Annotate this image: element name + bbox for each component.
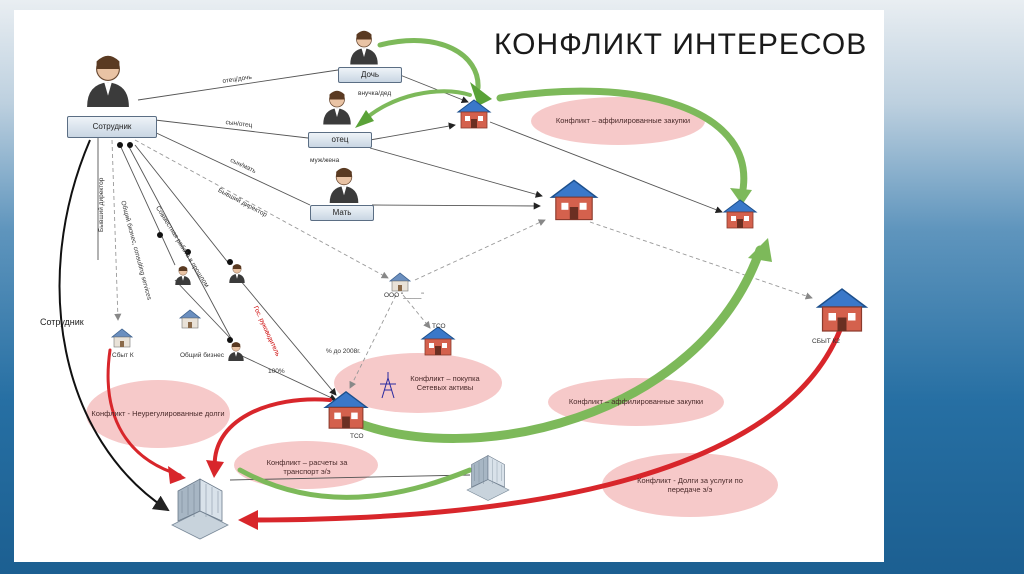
conflict-ellipse-transmission-debts bbox=[602, 453, 778, 517]
page-title: КОНФЛИКТ ИНТЕРЕСОВ bbox=[494, 28, 868, 61]
mother-person-icon bbox=[329, 167, 359, 204]
conflict-unregulated-debts: Конфликт - Неурегулированные долги bbox=[91, 409, 225, 418]
small-house-icon bbox=[179, 309, 201, 329]
small-house-icon bbox=[111, 328, 133, 348]
relation-label: муж/жена bbox=[310, 157, 340, 164]
office-building-icon bbox=[466, 455, 510, 501]
conflict-ellipse-purchase-network bbox=[334, 353, 502, 413]
tso-label: ТСО bbox=[432, 323, 446, 330]
person-icon bbox=[227, 341, 245, 362]
office-building-icon bbox=[171, 478, 229, 540]
father-person-icon bbox=[322, 90, 352, 126]
employee-person-icon bbox=[86, 54, 130, 108]
house-icon bbox=[817, 288, 867, 332]
conflict-affiliated-mid: Конфликт – аффилированные закупки bbox=[568, 397, 704, 406]
relation-label: Общий бизнес bbox=[180, 352, 224, 359]
power-tower-icon bbox=[380, 372, 396, 399]
employee-box: Сотрудник bbox=[67, 116, 157, 138]
house-icon bbox=[550, 179, 598, 221]
conflict-affiliated-top: Конфликт – аффилированные закупки bbox=[555, 116, 691, 125]
father-box: отец bbox=[308, 132, 372, 148]
relation-label: 100% bbox=[268, 368, 285, 375]
daughter-person-icon bbox=[349, 30, 379, 66]
person-icon bbox=[174, 265, 192, 286]
relation-label: Бывший директор bbox=[98, 177, 105, 232]
mother-box: Мать bbox=[310, 205, 374, 221]
tso-label: ТСО bbox=[350, 433, 364, 440]
conflict-ellipse-affiliated-top bbox=[531, 97, 705, 145]
entity-label-sbyt-k2: СБЫТ К2 bbox=[812, 338, 840, 345]
house-icon bbox=[723, 199, 757, 229]
conflict-ellipse-transport bbox=[234, 441, 378, 489]
house-icon bbox=[457, 99, 491, 129]
relation-label: внучка/дед bbox=[358, 90, 392, 97]
conflict-purchase-network: Конфликт – покупка Сетевых активы bbox=[410, 374, 480, 392]
house-icon bbox=[421, 326, 455, 356]
relation-label-employee: Сотрудник bbox=[40, 317, 84, 327]
conflict-transport: Конфликт – расчеты за транспорт э/э bbox=[266, 458, 348, 476]
conflict-transmission-debts: Конфликт - Долги за услуги по передаче э… bbox=[637, 476, 743, 494]
entity-label-ooo: ООО "_____" bbox=[384, 292, 424, 299]
relation-label: % до 2008г. bbox=[326, 348, 361, 355]
daughter-box: Дочь bbox=[338, 67, 402, 83]
entity-label-sbyt-k: Сбыт К bbox=[112, 352, 134, 359]
person-icon bbox=[228, 263, 246, 284]
small-house-icon bbox=[389, 272, 411, 292]
